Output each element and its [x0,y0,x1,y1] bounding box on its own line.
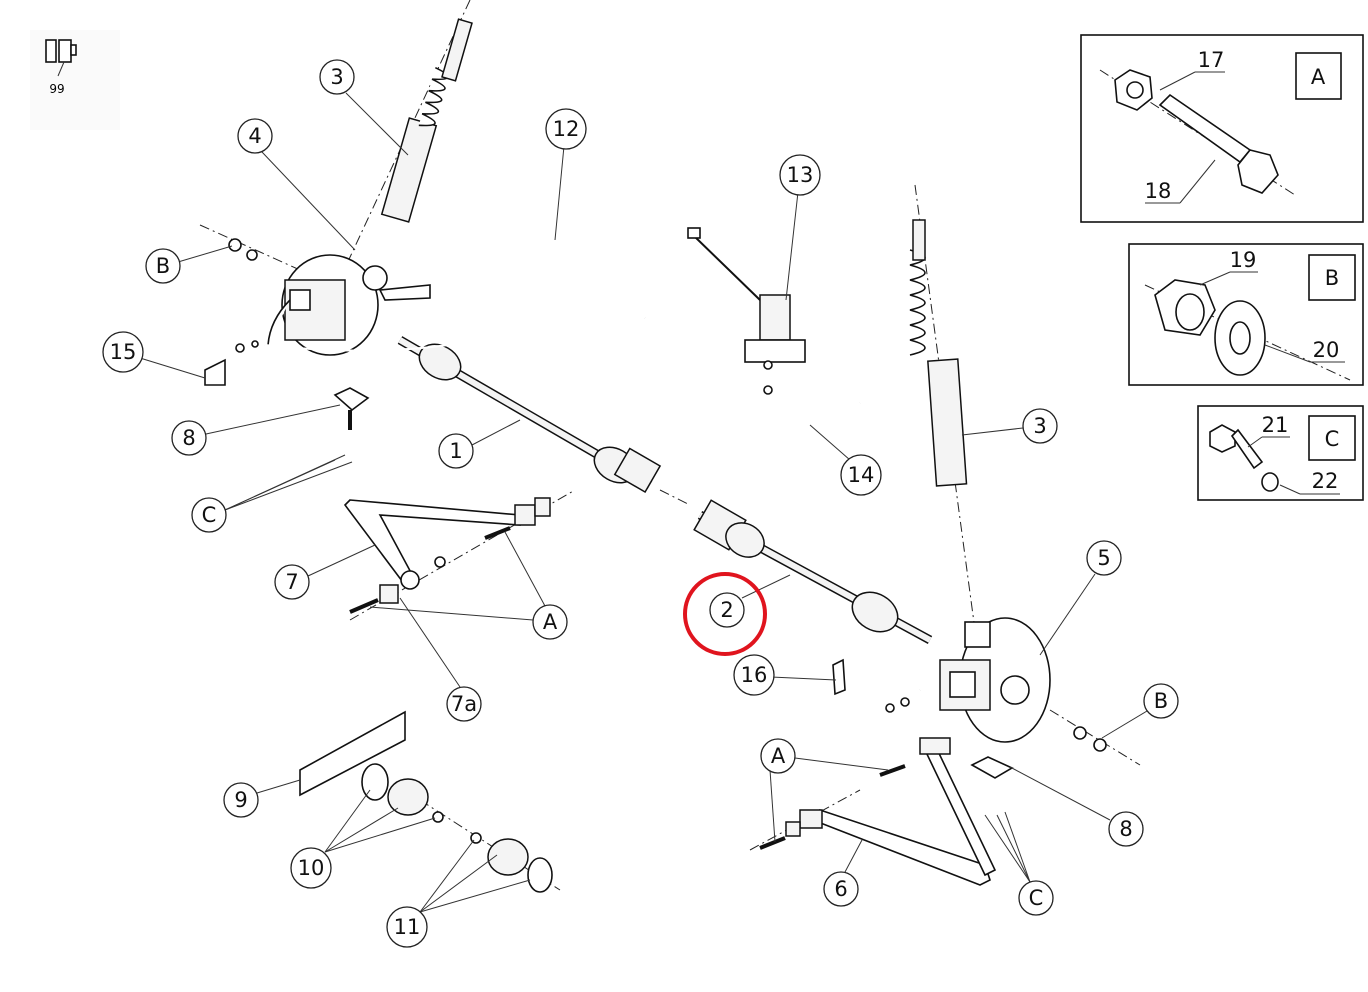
callout-B-left[interactable]: B [145,248,181,284]
callout-16[interactable]: 16 [733,654,775,696]
callout-3-right[interactable]: 3 [1022,408,1058,444]
callout-13[interactable]: 13 [779,154,821,196]
svg-text:4: 4 [248,124,261,148]
shock-absorber-right [909,219,968,487]
hub-assembly-left [204,238,431,386]
callout-B-right[interactable]: B [1143,683,1179,719]
svg-text:9: 9 [234,788,247,812]
callout-5[interactable]: 5 [1086,540,1122,576]
svg-text:B: B [156,254,170,278]
detail-box-C: C 21 22 [1197,405,1364,501]
callout-C-left[interactable]: C [191,497,227,533]
hub-assembly-right [832,617,1107,752]
callout-7a[interactable]: 7a [446,686,482,722]
control-arm-7 [343,497,551,614]
callout-4[interactable]: 4 [237,118,273,154]
svg-text:8: 8 [1119,817,1132,841]
callout-2[interactable]: 2 [709,592,745,628]
svg-text:A: A [771,744,786,768]
svg-text:1: 1 [449,439,462,463]
callout-7[interactable]: 7 [274,564,310,600]
svg-text:6: 6 [834,877,847,901]
svg-text:15: 15 [110,340,137,364]
callout-14[interactable]: 14 [840,454,882,496]
svg-text:B: B [1154,689,1168,713]
svg-text:C: C [1029,886,1044,910]
drive-shaft-2 [693,499,933,644]
svg-text:11: 11 [394,915,421,939]
svg-text:3: 3 [330,65,343,89]
callout-9[interactable]: 9 [223,782,259,818]
part-20-label: 20 [1313,338,1340,362]
drive-shaft-1 [397,336,662,494]
callout-8-left[interactable]: 8 [171,420,207,456]
detail-box-B: B 19 20 [1128,243,1364,386]
detail-box-C-label: C [1325,427,1340,451]
part-17-label: 17 [1198,48,1225,72]
detail-box-B-label: B [1325,266,1339,290]
tool-plate-9 [299,710,406,797]
svg-text:10: 10 [298,856,325,880]
svg-text:7a: 7a [451,692,477,716]
callout-15[interactable]: 15 [102,331,144,373]
callout-11[interactable]: 11 [386,906,428,948]
svg-text:A: A [543,610,558,634]
svg-text:C: C [202,503,217,527]
callout-12[interactable]: 12 [545,108,587,150]
callout-6[interactable]: 6 [823,871,859,907]
highlight-ring [683,572,767,656]
leader-lines [139,92,1148,913]
svg-text:8: 8 [182,426,195,450]
control-arm-6 [759,737,1014,886]
part-22-label: 22 [1312,469,1339,493]
callout-1[interactable]: 1 [438,433,474,469]
detail-box-A-label: A [1311,65,1326,89]
svg-text:13: 13 [787,163,814,187]
callout-C-right[interactable]: C [1018,880,1054,916]
callout-3-left[interactable]: 3 [319,59,355,95]
callout-A-left[interactable]: A [532,604,568,640]
svg-text:5: 5 [1097,546,1110,570]
part-19-label: 19 [1230,248,1257,272]
callout-8-right[interactable]: 8 [1108,811,1144,847]
thumbnail-label: 99 [49,82,64,96]
svg-text:7: 7 [285,570,298,594]
part-21-label: 21 [1262,413,1289,437]
bearing-icon[interactable] [45,39,77,77]
master-cylinder-13 [687,227,806,395]
svg-text:2: 2 [720,598,733,622]
part-18-label: 18 [1145,179,1172,203]
svg-text:14: 14 [848,463,875,487]
callout-10[interactable]: 10 [290,847,332,889]
callout-A-right[interactable]: A [760,738,796,774]
shock-absorber-left [380,18,473,223]
detail-box-A: A 17 18 [1080,34,1364,223]
svg-text:3: 3 [1033,414,1046,438]
svg-text:16: 16 [741,663,768,687]
svg-text:12: 12 [553,117,580,141]
